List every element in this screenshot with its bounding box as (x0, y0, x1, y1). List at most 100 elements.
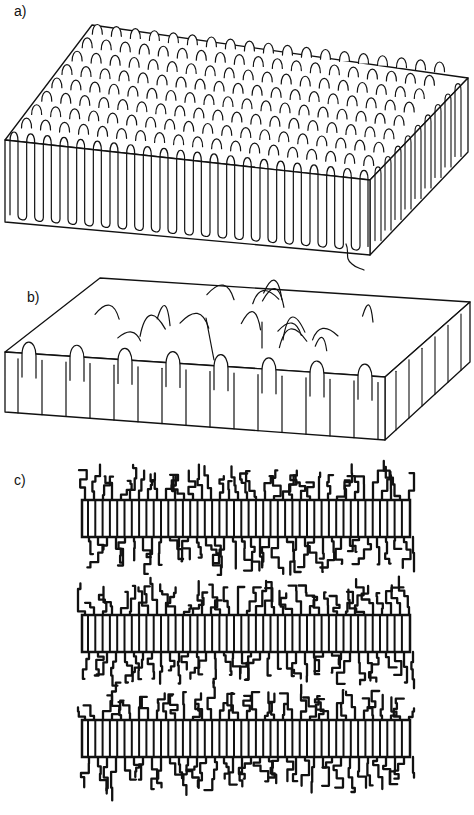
amorphous-chain (283, 704, 287, 720)
amorphous-chain (147, 537, 152, 557)
chain-stem (329, 379, 330, 436)
amorphous-chain (119, 537, 126, 563)
chain-fold (310, 361, 324, 397)
chain-fold (358, 364, 372, 400)
amorphous-chain (280, 693, 292, 720)
chain-stem (421, 348, 422, 406)
chain-fold (167, 62, 177, 72)
amorphous-chain (78, 583, 85, 615)
chain-fold (203, 124, 213, 134)
chain-fold (214, 81, 224, 91)
amorphous-chain (409, 473, 414, 500)
chain-stem (65, 362, 66, 416)
chain-fold (156, 104, 166, 114)
chain-fold (92, 25, 102, 35)
amorphous-chain (190, 652, 206, 679)
chain-fold (206, 37, 216, 47)
chain-fold (253, 57, 263, 67)
amorphous-chain (320, 537, 324, 559)
chain-loop (264, 280, 282, 299)
chain-fold (195, 79, 205, 89)
amorphous-chain (315, 652, 324, 671)
amorphous-chain (337, 652, 350, 684)
amorphous-chain (240, 652, 260, 673)
side-face (385, 302, 470, 440)
chain-fold (339, 52, 349, 62)
amorphous-chain (140, 697, 148, 720)
amorphous-chain (107, 695, 121, 720)
amorphous-chain (290, 537, 296, 575)
chain-fold (223, 97, 233, 107)
chain-fold (385, 100, 395, 110)
chain-fold (299, 105, 309, 115)
chain-fold (348, 67, 358, 77)
amorphous-chain (319, 473, 320, 500)
amorphous-chain (183, 692, 186, 720)
chain-fold (384, 129, 394, 139)
chain-loop (279, 329, 306, 348)
amorphous-chain (195, 693, 202, 720)
chain-fold (375, 113, 385, 123)
chain-fold (336, 138, 346, 148)
amorphous-chain (278, 652, 281, 669)
amorphous-chain (367, 757, 372, 785)
amorphous-chain (254, 757, 269, 781)
chain-fold (52, 78, 62, 88)
chain-fold (110, 55, 120, 65)
amorphous-chain (356, 476, 364, 500)
chain-fold (138, 73, 148, 83)
amorphous-chain (224, 587, 229, 615)
amorphous-chain (232, 466, 239, 500)
amorphous-chain (233, 652, 240, 679)
lamella (82, 720, 410, 757)
amorphous-chain (134, 652, 141, 679)
chain-fold (215, 52, 225, 62)
amorphous-chain (159, 537, 162, 565)
chain-fold (291, 61, 301, 71)
amorphous-chain (413, 757, 414, 778)
chain-stem (353, 381, 354, 438)
amorphous-chain (87, 537, 107, 567)
amorphous-chain (78, 707, 85, 720)
front-face (5, 352, 385, 440)
chain-fold (118, 348, 132, 384)
chain-fold (130, 29, 140, 39)
chain-stem (233, 373, 234, 429)
chain-fold (70, 109, 80, 119)
chain-fold (356, 111, 366, 121)
chain-loop (118, 332, 141, 341)
chain-fold (120, 42, 130, 52)
chain-fold (214, 355, 228, 391)
amorphous-chain (289, 471, 297, 500)
chain-end (206, 318, 214, 360)
chain-fold (337, 109, 347, 119)
chain-fold (281, 74, 291, 84)
amorphous-chain (268, 652, 271, 676)
amorphous-chain (349, 757, 355, 792)
amorphous-chain (130, 465, 136, 500)
chain-fold (155, 133, 165, 143)
chain-fold (397, 58, 407, 68)
amorphous-chain (243, 696, 250, 720)
panel-label: b) (25, 289, 41, 305)
amorphous-chain (132, 652, 143, 681)
amorphous-chain (373, 757, 382, 789)
chain-fold (269, 145, 279, 155)
amorphous-chain (160, 652, 162, 684)
amorphous-chain (305, 652, 307, 682)
amorphous-chain (377, 537, 379, 564)
amorphous-chain (197, 537, 202, 558)
chain-fold (41, 120, 51, 130)
chain-loop (157, 306, 170, 326)
chain-stem (408, 360, 409, 418)
amorphous-chain (394, 757, 404, 779)
amorphous-chain (104, 757, 108, 794)
amorphous-chain (85, 603, 94, 615)
chain-fold (252, 85, 262, 95)
chain-fold (242, 99, 252, 109)
amorphous-chain (204, 757, 217, 790)
chain-fold (357, 83, 367, 93)
amorphous-chain (298, 537, 314, 567)
chain-fold (204, 95, 214, 105)
